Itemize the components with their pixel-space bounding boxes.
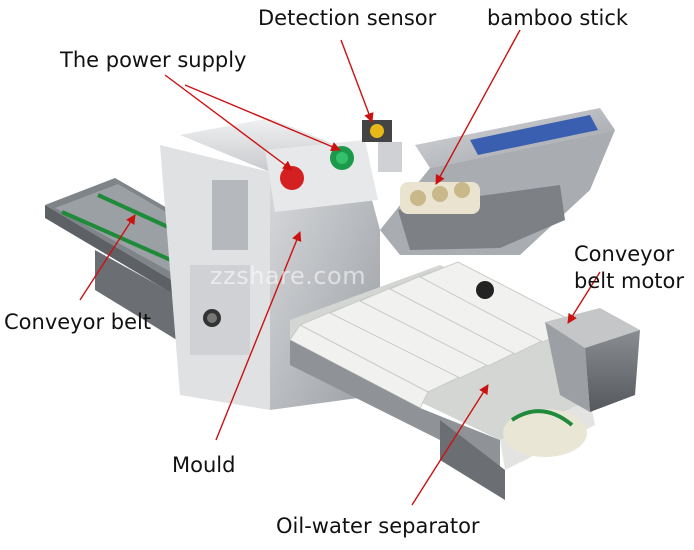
label-conveyor-belt-motor-2: belt motor bbox=[574, 269, 685, 293]
oil-water-separator bbox=[440, 420, 505, 500]
arrow-oil-water-separator bbox=[411, 384, 489, 506]
arrow-detection-sensor bbox=[340, 39, 374, 123]
arrow-conveyor-belt bbox=[79, 214, 136, 301]
label-conveyor-belt: Conveyor belt bbox=[4, 310, 152, 334]
power-button-red bbox=[280, 166, 304, 190]
arrow-mould bbox=[215, 231, 302, 441]
control-panel bbox=[265, 140, 378, 212]
mould-conveyor bbox=[289, 261, 610, 500]
label-power-supply: The power supply bbox=[60, 48, 247, 72]
detection-sensor bbox=[362, 120, 402, 172]
annotation-arrows bbox=[79, 29, 601, 506]
label-bamboo-stick: bamboo stick bbox=[487, 6, 629, 30]
label-mould: Mould bbox=[172, 453, 236, 477]
mould-slats bbox=[289, 261, 582, 409]
label-detection-sensor: Detection sensor bbox=[258, 6, 437, 30]
arrow-power-supply bbox=[184, 84, 341, 152]
arrow-conveyor-belt-motor bbox=[567, 271, 601, 324]
label-conveyor-belt-motor-1: Conveyor bbox=[574, 242, 675, 266]
caster-wheel bbox=[476, 281, 494, 299]
bamboo-stick-tray bbox=[380, 108, 615, 255]
arrow-bamboo-stick bbox=[435, 29, 521, 185]
watermark: zzshare.com bbox=[210, 262, 367, 290]
label-oil-water-separator: Oil-water separator bbox=[276, 514, 480, 538]
arrow-power-supply-2 bbox=[164, 74, 293, 171]
